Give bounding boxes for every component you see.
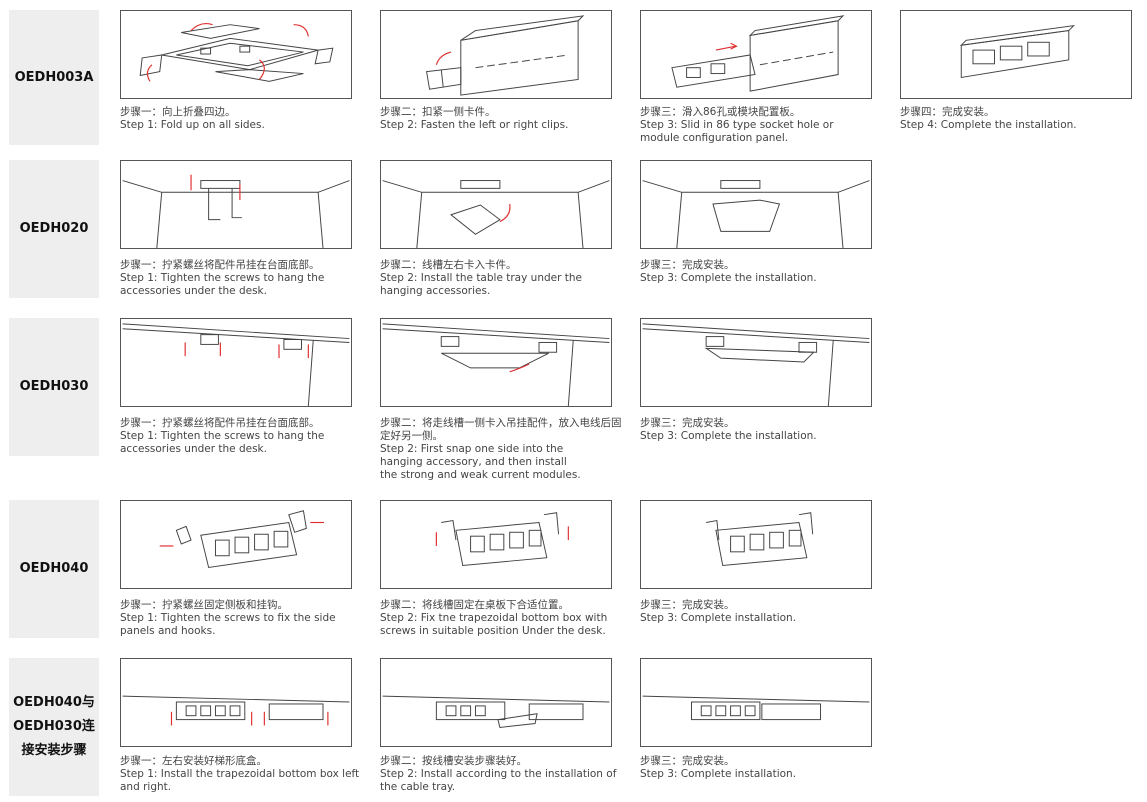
step-caption: 步骤二：将线槽固定在桌板下合适位置。Step 2: Fix tne trapez… [380, 599, 608, 637]
step-caption: 步骤一：左右安装好梯形底盒。Step 1: Install the trapez… [120, 755, 360, 793]
step-illustration [380, 318, 612, 407]
step-illustration [640, 318, 872, 407]
row-label-oedh040: OEDH040 [9, 500, 99, 638]
step-caption: 步骤三：完成安装。Step 3: Complete installation. [640, 599, 797, 624]
step-illustration [380, 160, 612, 249]
step-illustration [640, 500, 872, 589]
step-caption: 步骤一：向上折叠四边。Step 1: Fold up on all sides. [120, 106, 265, 131]
row-label-text: OEDH020 [19, 221, 89, 236]
row-label-oedh003a: OEDH003A [9, 10, 99, 145]
row-label-text: OEDH040与 OEDH030连 接安装步骤 [13, 695, 95, 758]
row-label-text: OEDH003A [14, 69, 94, 85]
step-illustration [120, 658, 352, 747]
step-illustration [120, 318, 352, 407]
step-illustration [380, 500, 612, 589]
step-illustration [120, 160, 352, 249]
step-caption: 步骤四：完成安装。Step 4: Complete the installati… [900, 106, 1077, 131]
step-caption: 步骤三：完成安装。Step 3: Complete the installati… [640, 417, 817, 442]
step-caption: 步骤三：完成安装。Step 3: Complete the installati… [640, 259, 817, 284]
step-caption: 步骤二：将走线槽一侧卡入吊挂配件，放入电线后固定好另一侧。Step 2: Fir… [380, 417, 622, 481]
row-label-oedh020: OEDH020 [9, 160, 99, 298]
row-label-text: OEDH040 [19, 561, 89, 576]
step-illustration [640, 160, 872, 249]
step-caption: 步骤二：按线槽安装步骤装好。Step 2: Install according … [380, 755, 617, 793]
step-illustration [380, 10, 612, 99]
step-caption: 步骤三：完成安装。Step 3: Complete installation. [640, 755, 797, 780]
step-illustration [120, 500, 352, 589]
step-illustration [900, 10, 1132, 99]
row-label-oedh030: OEDH030 [9, 318, 99, 456]
step-caption: 步骤三：滑入86孔或模块配置板。Step 3: Slid in 86 type … [640, 106, 834, 144]
step-illustration [640, 10, 872, 99]
step-caption: 步骤二：扣紧一侧卡件。Step 2: Fasten the left or ri… [380, 106, 569, 131]
step-caption: 步骤二：线槽左右卡入卡件。Step 2: Install the table t… [380, 259, 582, 297]
step-caption: 步骤一：拧紧螺丝固定侧板和挂钩。Step 1: Tighten the scre… [120, 599, 336, 637]
step-illustration [380, 658, 612, 747]
row-label-text: OEDH030 [19, 379, 89, 394]
step-caption: 步骤一：拧紧螺丝将配件吊挂在台面底部。Step 1: Tighten the s… [120, 259, 325, 297]
step-illustration [120, 10, 352, 99]
step-caption: 步骤一：拧紧螺丝将配件吊挂在台面底部。Step 1: Tighten the s… [120, 417, 325, 455]
row-label-oedh040-oedh030: OEDH040与 OEDH030连 接安装步骤 [9, 658, 99, 796]
step-illustration [640, 658, 872, 747]
